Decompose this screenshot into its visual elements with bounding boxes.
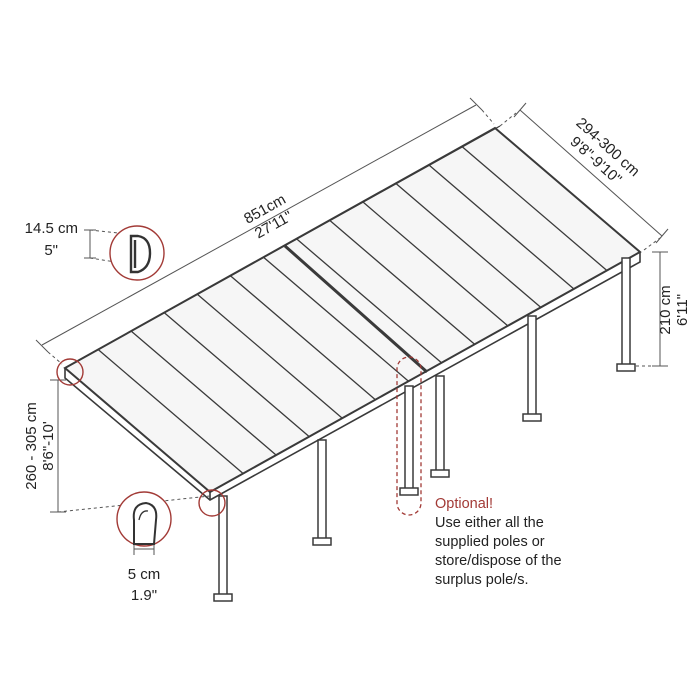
- front-post-2: [312, 439, 332, 546]
- back-post: [616, 257, 636, 372]
- roof-seam: [428, 164, 575, 290]
- posts: [213, 257, 636, 602]
- note-line-3: store/dispose of the: [435, 553, 562, 569]
- roof-seam: [362, 201, 509, 327]
- front-post-1: [213, 495, 233, 602]
- length-dim-line: [41, 104, 477, 346]
- gutter-cm-label: 14.5 cm: [25, 220, 78, 237]
- roof-seam: [163, 312, 310, 438]
- roof-seam: [296, 238, 442, 364]
- post-profile-icon: [132, 501, 158, 545]
- depth-dim-line: [519, 109, 663, 237]
- gutter-profile-icon: [129, 234, 152, 274]
- note-title: Optional!: [435, 496, 493, 512]
- roof-seam: [97, 349, 244, 474]
- roof: [63, 125, 642, 501]
- front-corner-highlight: [56, 358, 84, 386]
- roof-seam: [461, 146, 608, 271]
- front-post-3-optional: [399, 385, 419, 496]
- back-height-in-label: 6'11": [674, 294, 691, 326]
- post-top-highlight: [198, 489, 226, 517]
- note-line-4: surplus pole/s.: [435, 572, 529, 588]
- pole-in-label: 1.9": [131, 587, 157, 604]
- optional-pole-highlight: [396, 356, 422, 516]
- front-post-5: [522, 315, 542, 422]
- front-post-4: [430, 375, 450, 478]
- roof-seam: [229, 275, 376, 401]
- note-line-1: Use either all the: [435, 515, 544, 531]
- optional-note: Optional! Use either all the supplied po…: [435, 496, 562, 588]
- gutter-detail: [109, 225, 165, 281]
- back-height-cm-label: 210 cm: [657, 285, 674, 334]
- note-line-2: supplied poles or: [435, 534, 545, 550]
- roof-center-joint: [284, 244, 428, 374]
- dimension-lines: [35, 97, 669, 555]
- pole-cm-label: 5 cm: [128, 566, 161, 583]
- front-height-in-label: 8'6"-10': [40, 421, 57, 471]
- roof-seam: [329, 219, 476, 345]
- roof-seam: [130, 330, 277, 456]
- roof-seam: [196, 293, 343, 419]
- roof-panel-seams: [97, 146, 608, 474]
- post-detail: [116, 491, 172, 547]
- front-height-cm-label: 260 - 305 cm: [23, 402, 40, 490]
- gutter-in-label: 5": [44, 242, 58, 259]
- roof-seam: [395, 182, 542, 308]
- roof-seam: [263, 256, 409, 382]
